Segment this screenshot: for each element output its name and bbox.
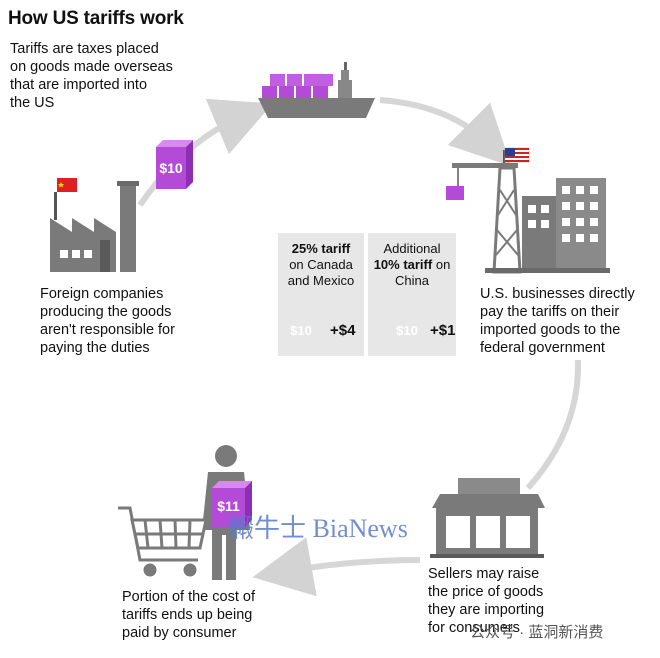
china-cube-label: $10 — [396, 323, 418, 338]
canada-tariff-amount: +$4 — [330, 322, 356, 339]
arrow-sellers-to-consumer — [252, 537, 421, 597]
us-port-icon — [446, 147, 610, 274]
page-title: How US tariffs work — [8, 8, 184, 29]
china-panel-text: Additional 10% tariff on China — [373, 241, 451, 288]
page-subtitle: Tariffs are taxes placed on goods made o… — [10, 41, 173, 111]
china-flag-icon — [57, 178, 77, 192]
caption-sellers: Sellers may raise the price of goods the… — [428, 566, 545, 636]
consumer-price-label: $11 — [217, 498, 240, 514]
store-icon — [430, 478, 545, 558]
canada-panel-text: 25% tariff on Canada and Mexico — [287, 241, 355, 288]
consumer-cube-icon — [212, 481, 252, 527]
tariff-panel-china: Additional 10% tariff on China $10 +$1 — [368, 233, 456, 356]
canada-cube-label: $10 — [290, 323, 312, 338]
bianews-watermark: 毈牛士 BiaNews — [228, 514, 408, 543]
arrow-us-to-sellers — [525, 359, 582, 491]
goods-price-label: $10 — [159, 160, 183, 176]
caption-us-businesses: U.S. businesses directly pay the tariffs… — [480, 286, 635, 356]
footer-watermark: 公众号 · 蓝洞新消费 — [470, 624, 604, 641]
cargo-ship-icon — [258, 62, 375, 118]
tariff-panel-canada-mexico: 25% tariff on Canada and Mexico $10 +$4 — [278, 233, 364, 356]
china-tariff-amount: +$1 — [430, 322, 456, 339]
caption-consumer: Portion of the cost of tariffs ends up b… — [122, 589, 255, 641]
arrow-ship-to-us — [379, 97, 512, 167]
shopping-cart-icon — [118, 506, 208, 577]
caption-foreign-companies: Foreign companies producing the goods ar… — [40, 286, 175, 356]
factory-icon — [50, 178, 139, 272]
goods-cube-icon — [156, 140, 193, 189]
